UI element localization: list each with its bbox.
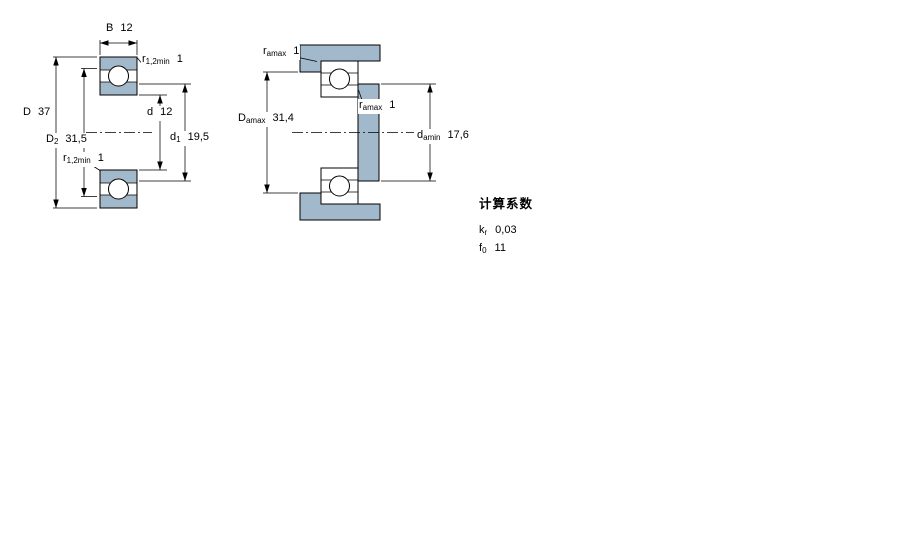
factor-row-f0: f0 11 xyxy=(479,242,533,257)
dim-value: 12 xyxy=(160,106,173,118)
dim-symbol: r1,2min xyxy=(63,152,91,165)
factor-value: 11 xyxy=(494,242,506,254)
extension-line-d xyxy=(139,94,167,171)
dim-value: 31,4 xyxy=(272,112,294,124)
dim-symbol: ramax xyxy=(359,99,383,112)
dim-label-ra-mid: ramax 1 xyxy=(358,99,397,114)
dim-value: 12 xyxy=(120,22,133,34)
dim-symbol: damin xyxy=(417,129,441,142)
factor-row-kr: kr 0,03 xyxy=(479,224,533,239)
lower-bearing-outline-body xyxy=(320,167,359,205)
upper-bearing-outline xyxy=(320,60,359,98)
lower-bearing-ball xyxy=(329,175,350,197)
dim-value: 1 xyxy=(389,99,396,111)
lower-bearing-section xyxy=(99,169,138,209)
right-mounting-view xyxy=(263,44,436,221)
extension-line-D xyxy=(53,56,97,209)
leader-line-r-top xyxy=(137,57,142,63)
leader-line-ra-mid xyxy=(358,89,363,101)
dim-value: 1 xyxy=(97,152,104,164)
dim-symbol: D xyxy=(23,106,31,118)
left-dimension-lines xyxy=(53,40,191,209)
dim-symbol: Damax xyxy=(238,112,266,125)
dim-label-r12-bottom: r1,2min 1 xyxy=(62,152,105,167)
extension-line-Da xyxy=(263,71,298,194)
factor-value: 0,03 xyxy=(495,224,517,236)
calculation-factors: 计算系数 kr 0,03 f0 11 xyxy=(479,193,533,257)
dim-symbol: D2 xyxy=(46,133,59,146)
dim-symbol: ramax xyxy=(263,45,287,58)
calculation-factors-title: 计算系数 xyxy=(479,197,534,211)
dim-value: 1 xyxy=(293,45,300,57)
dim-label-da: damin 17,6 xyxy=(416,129,470,144)
dim-value: 37 xyxy=(37,106,51,118)
dim-label-Da: Damax 31,4 xyxy=(237,112,295,127)
factor-symbol: kr xyxy=(479,224,488,237)
dim-label-d: d 12 xyxy=(146,106,174,121)
dim-value: 1 xyxy=(176,53,183,65)
dim-label-ra-top: ramax 1 xyxy=(262,45,301,60)
dim-label-r12-top: r1,2min 1 xyxy=(141,53,184,68)
left-cross-section-view xyxy=(53,40,191,209)
dim-label-D2: D2 31,5 xyxy=(45,133,88,148)
dim-value: 19,5 xyxy=(187,131,209,143)
extension-line-d1 xyxy=(139,83,191,182)
factor-symbol: f0 xyxy=(479,242,487,255)
upper-bearing-section xyxy=(99,56,138,96)
upper-ball xyxy=(108,65,129,87)
lower-ball xyxy=(108,178,129,200)
dim-symbol: r1,2min xyxy=(142,53,170,66)
dim-symbol: d1 xyxy=(170,131,181,144)
upper-bearing-ball xyxy=(329,68,350,90)
lower-bearing-outline xyxy=(320,167,359,205)
dim-value: 31,5 xyxy=(65,133,87,145)
extension-line-B xyxy=(99,40,138,55)
dim-label-D: D 37 xyxy=(22,106,52,121)
dim-symbol: d xyxy=(147,106,154,118)
extension-line-da xyxy=(381,83,436,182)
dim-label-d1: d1 19,5 xyxy=(169,131,210,146)
dim-value: 17,6 xyxy=(447,129,469,141)
upper-bearing-outline-body xyxy=(320,60,359,98)
dim-label-B: B 12 xyxy=(105,22,134,37)
dim-symbol: B xyxy=(106,22,114,34)
